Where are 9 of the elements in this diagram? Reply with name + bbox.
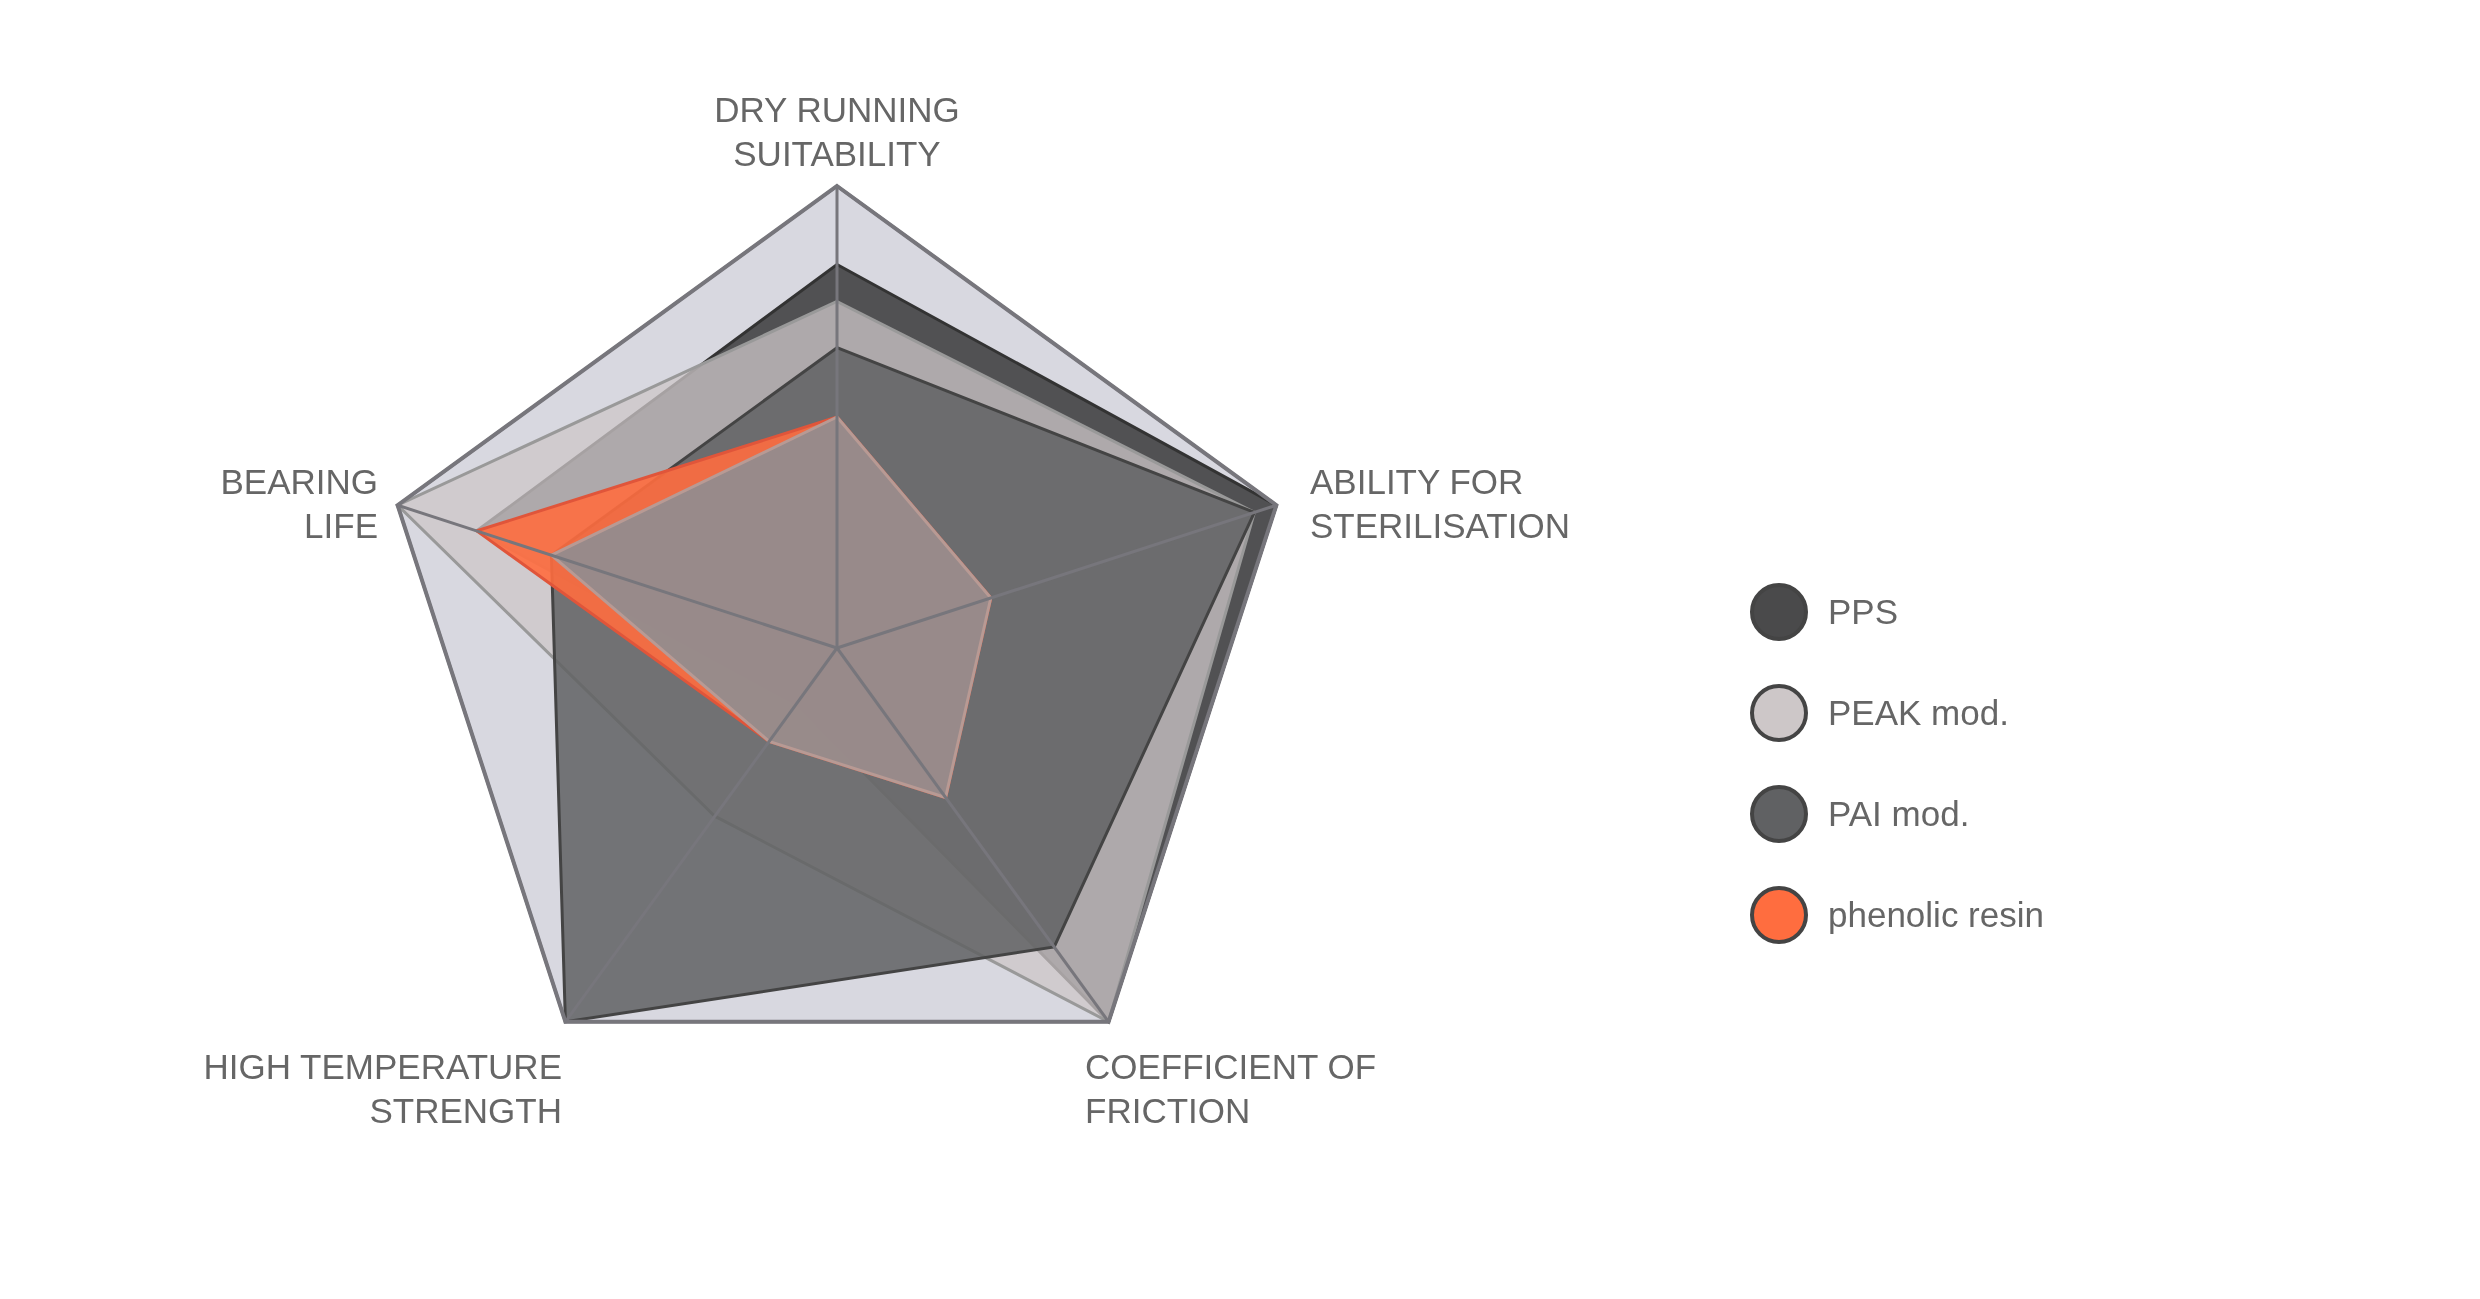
legend-label: PEAK mod. <box>1828 692 2009 734</box>
axis-label: HIGH TEMPERATURE STRENGTH <box>202 1046 562 1132</box>
axis-label: COEFFICIENT OF FRICTION <box>1085 1046 1378 1132</box>
legend-label: PAI mod. <box>1828 793 1970 835</box>
legend-label: PPS <box>1828 591 1899 633</box>
axis-label: ABILITY FOR STERILISATION <box>1310 461 1571 547</box>
axis-label: BEARING LIFE <box>219 461 378 547</box>
axis-label: DRY RUNNING SUITABILITY <box>713 89 961 175</box>
legend-label: phenolic resin <box>1828 894 2044 936</box>
